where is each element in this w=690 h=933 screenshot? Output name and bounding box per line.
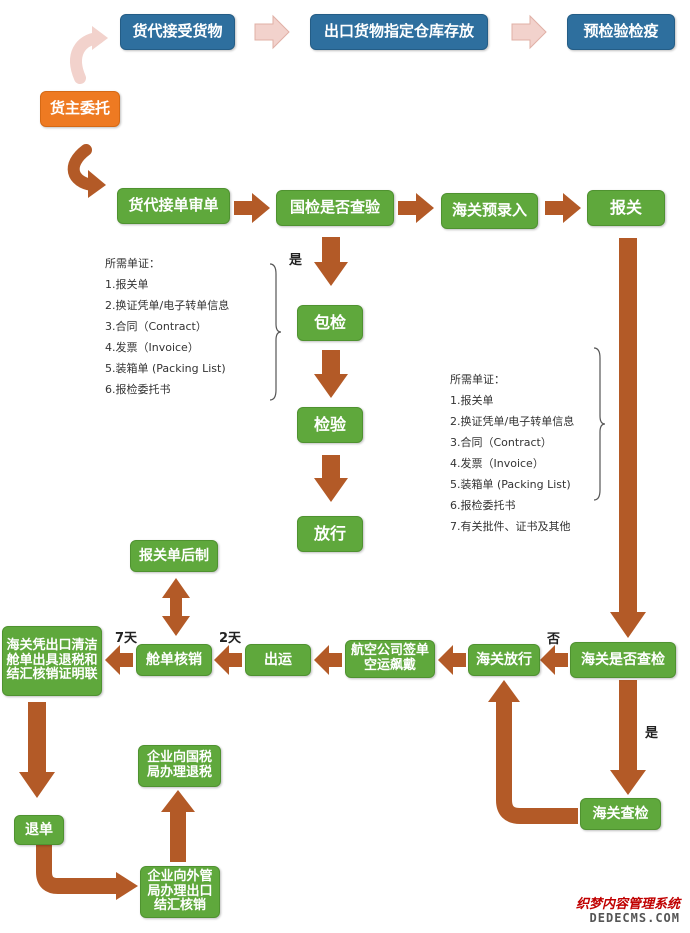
watermark-url: DEDECMS.COM bbox=[589, 911, 680, 925]
node-refund-form: 退单 bbox=[14, 815, 64, 845]
node-forex-verify: 企业向外管局办理出口结汇核销 bbox=[140, 866, 220, 918]
brace-right bbox=[593, 347, 606, 501]
node-shipper-entrust: 货主委托 bbox=[40, 91, 120, 127]
docs-right: 所需单证： 1.报关单 2.换证凭单/电子转单信息 3.合同（Contract）… bbox=[450, 369, 574, 537]
node-customs-preentry: 海关预录入 bbox=[441, 193, 538, 229]
node-pre-inspection: 预检验检疫 bbox=[567, 14, 675, 50]
arrow-ciq-to-pack bbox=[314, 237, 348, 286]
docs-left-item: 6.报检委托书 bbox=[105, 383, 171, 396]
node-tax-refund: 企业向国税局办理退税 bbox=[138, 745, 221, 787]
arrow-airline-to-ship bbox=[314, 645, 342, 675]
arrow-double-vertical bbox=[162, 578, 190, 636]
docs-left-item: 4.发票（Invoice） bbox=[105, 341, 199, 354]
arrow-forex-to-tax bbox=[161, 790, 195, 862]
node-customs-check-q: 海关是否查检 bbox=[570, 642, 676, 678]
docs-right-item: 1.报关单 bbox=[450, 394, 494, 407]
node-manifest-verify: 舱单核销 bbox=[136, 644, 212, 676]
label-7-days: 7天 bbox=[115, 631, 138, 646]
arrow-ship-to-manifest bbox=[214, 645, 242, 675]
node-customs-inspect: 海关查检 bbox=[580, 798, 661, 830]
docs-left-title: 所需单证： bbox=[105, 257, 160, 270]
docs-left-item: 5.装箱单 (Packing List) bbox=[105, 362, 226, 375]
docs-right-item: 3.合同（Contract） bbox=[450, 436, 552, 449]
node-shipment: 出运 bbox=[245, 644, 311, 676]
docs-left-item: 1.报关单 bbox=[105, 278, 149, 291]
docs-right-item: 7.有关批件、证书及其他 bbox=[450, 520, 571, 533]
node-release: 放行 bbox=[297, 516, 363, 552]
arrow-top-1 bbox=[254, 14, 290, 50]
arrow-review-to-ciq bbox=[234, 193, 270, 223]
arrow-inspect-to-release bbox=[314, 455, 348, 502]
node-ciq-check: 国检是否查验 bbox=[276, 190, 394, 226]
docs-right-item: 5.装箱单 (Packing List) bbox=[450, 478, 571, 491]
node-customs-export-cert: 海关凭出口清洁舱单出具退税和结汇核销证明联 bbox=[2, 626, 102, 696]
node-airline-sign: 航空公司签单空运飙戴 bbox=[345, 640, 435, 678]
docs-left-item: 3.合同（Contract） bbox=[105, 320, 207, 333]
label-yes-left: 是 bbox=[289, 253, 303, 268]
curved-arrow-down-head bbox=[88, 170, 106, 198]
loop-arrow-head bbox=[488, 680, 520, 702]
l-arrow-body bbox=[36, 845, 118, 894]
arrow-release-to-airline bbox=[438, 645, 466, 675]
docs-left-item: 2.换证凭单/电子转单信息 bbox=[105, 299, 230, 312]
arrow-preentry-to-declare bbox=[545, 193, 581, 223]
docs-right-item: 2.换证凭单/电子转单信息 bbox=[450, 415, 575, 428]
node-inspection: 检验 bbox=[297, 407, 363, 443]
docs-left: 所需单证： 1.报关单 2.换证凭单/电子转单信息 3.合同（Contract）… bbox=[105, 253, 229, 400]
label-yes-right: 是 bbox=[645, 726, 659, 741]
node-post-customs-form: 报关单后制 bbox=[130, 540, 218, 572]
arrow-cert-to-refund bbox=[19, 702, 55, 798]
l-arrow-head bbox=[116, 872, 138, 900]
docs-right-title: 所需单证： bbox=[450, 373, 505, 386]
node-declare: 报关 bbox=[587, 190, 665, 226]
curved-arrow-down bbox=[67, 144, 98, 191]
label-2-days: 2天 bbox=[219, 631, 242, 646]
node-export-warehouse: 出口货物指定仓库存放 bbox=[310, 14, 488, 50]
docs-right-item: 4.发票（Invoice） bbox=[450, 457, 544, 470]
watermark-title: 织梦内容管理系统 bbox=[575, 897, 680, 912]
brace-left bbox=[269, 263, 282, 401]
docs-right-item: 6.报检委托书 bbox=[450, 499, 516, 512]
node-forwarder-accept: 货代接受货物 bbox=[120, 14, 235, 50]
arrow-top-2 bbox=[511, 14, 547, 50]
loop-arrow-body bbox=[496, 700, 578, 824]
arrow-check-to-release bbox=[540, 645, 568, 675]
arrow-declare-to-check bbox=[610, 238, 646, 638]
arrow-pack-to-inspect bbox=[314, 350, 348, 398]
arrow-check-to-inspect bbox=[610, 680, 646, 795]
label-no: 否 bbox=[547, 632, 561, 647]
curved-arrow-up-head bbox=[92, 26, 108, 50]
node-forwarder-review: 货代接单审单 bbox=[117, 188, 230, 224]
arrow-ciq-to-preentry bbox=[398, 193, 434, 223]
node-packing-check: 包检 bbox=[297, 305, 363, 341]
arrow-manifest-to-cert bbox=[105, 645, 133, 675]
node-customs-release: 海关放行 bbox=[468, 644, 540, 676]
